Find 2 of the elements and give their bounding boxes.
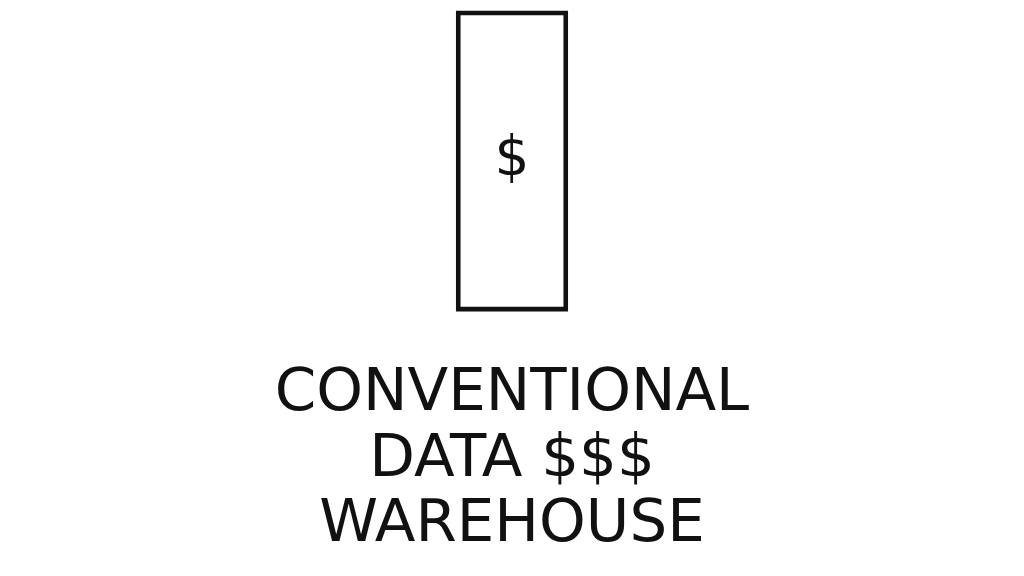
label: CONVENTIONAL DATA $$$ WAREHOUSE: [274, 355, 750, 555]
node-box: $: [455, 10, 569, 312]
